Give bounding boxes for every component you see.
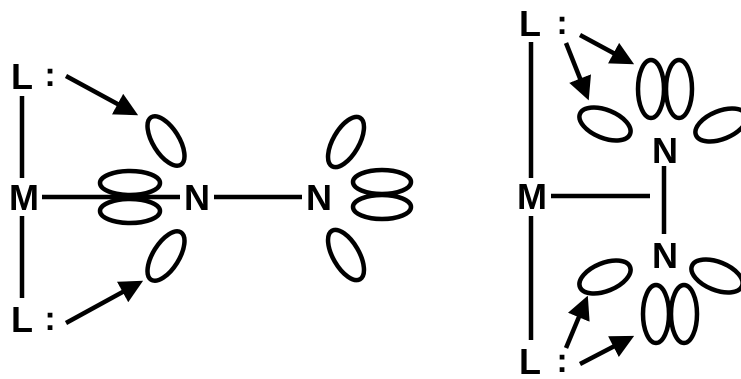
orbital-lobe: [325, 227, 367, 283]
orbital-lobe: [668, 282, 700, 346]
donation-arrow: [578, 33, 635, 65]
nitrogen-label: N: [306, 177, 332, 218]
orbital-lobe: [577, 105, 633, 143]
donation-arrow: [578, 335, 635, 366]
orbital-lobe: [145, 114, 187, 168]
orbital-lobe: [635, 57, 667, 121]
orbital-lobe: [97, 168, 163, 198]
nitrogen-label: N: [652, 130, 678, 171]
orbital-lobe: [350, 167, 414, 197]
orbital-lobe: [577, 258, 633, 296]
lone-pair-dots: :: [44, 300, 55, 338]
donation-arrow: [563, 295, 590, 349]
ligand-label: L: [11, 56, 33, 97]
lone-pair-dots: :: [556, 4, 567, 42]
ligand-label: L: [519, 3, 541, 44]
orbital-lobe: [693, 106, 741, 144]
orbital-lobe: [663, 57, 695, 121]
ligand-label: L: [11, 299, 33, 340]
nitrogen-label: N: [184, 177, 210, 218]
nitrogen-label: N: [652, 235, 678, 276]
side-on-structure: L : M N N L :: [517, 3, 741, 379]
lone-pair-dots: :: [556, 342, 567, 379]
orbital-lobe: [689, 257, 741, 295]
end-on-structure: L : M N N L :: [9, 56, 414, 340]
orbital-lobe: [325, 114, 367, 170]
orbital-lobe: [97, 196, 163, 226]
donation-arrow: [64, 280, 144, 325]
orbital-lobe: [350, 192, 414, 222]
orbital-lobe: [640, 282, 672, 346]
donation-arrow: [64, 74, 139, 116]
donation-arrow: [563, 42, 591, 101]
orbital-lobe: [145, 229, 187, 283]
metal-label: M: [9, 177, 39, 218]
lone-pair-dots: :: [44, 56, 55, 94]
ligand-label: L: [519, 341, 541, 379]
metal-label: M: [517, 176, 547, 217]
